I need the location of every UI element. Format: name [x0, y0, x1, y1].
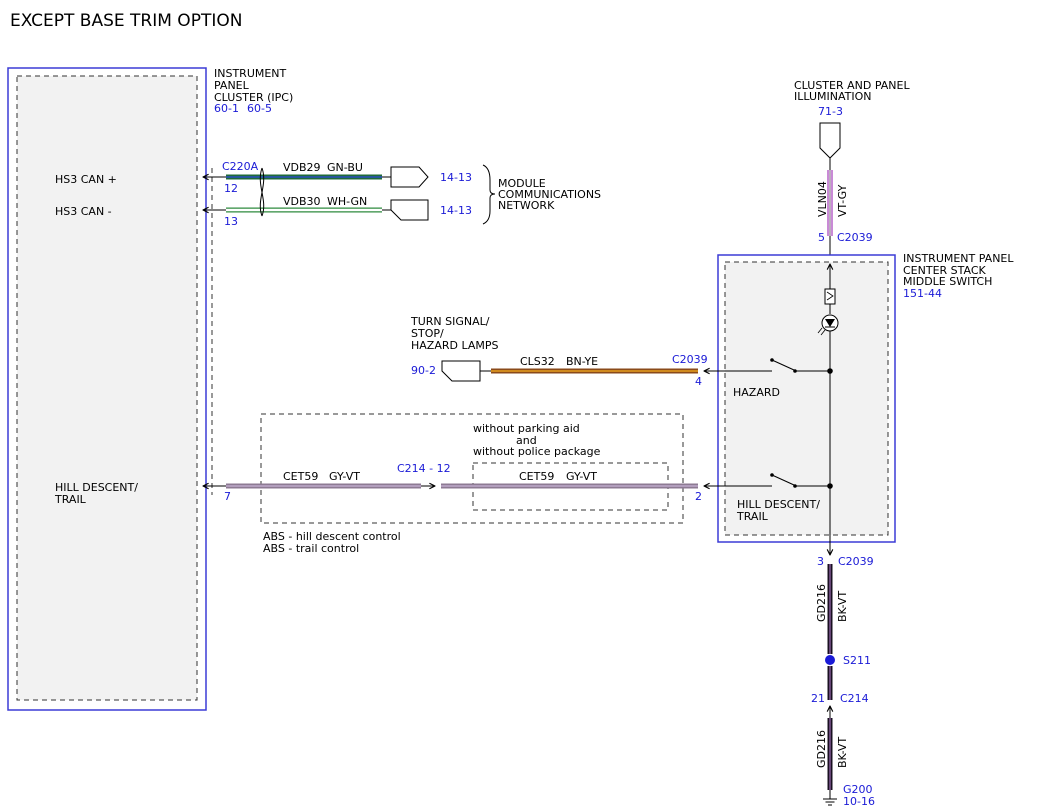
hill-condition-line2: and: [516, 434, 537, 447]
ipc-ref-a[interactable]: 60-1: [214, 102, 239, 115]
ipc-ref-b[interactable]: 60-5: [247, 102, 272, 115]
hill-condition-line3: without police package: [473, 445, 601, 458]
diagram-title: EXCEPT BASE TRIM OPTION: [10, 11, 242, 31]
ipc-pin-hill-descent-line2: TRAIL: [54, 493, 87, 506]
wire-cet59-b-color: GY-VT: [566, 470, 597, 483]
splice-s211-icon[interactable]: [825, 655, 835, 665]
network-ref-a[interactable]: 14-13: [440, 171, 472, 184]
hill-option-region: [260, 413, 684, 524]
ground-pin-top: 3: [817, 555, 824, 568]
ground-symbol-icon[interactable]: [823, 790, 837, 806]
hazard-switch-label: HAZARD: [733, 386, 780, 399]
ipc-pin-hs3-can-plus: HS3 CAN +: [55, 173, 117, 186]
ipc-name-line2: PANEL: [214, 79, 250, 92]
network-label-line3: NETWORK: [498, 199, 555, 212]
resistor-icon: [824, 288, 836, 305]
wire-cls32-color: BN-YE: [566, 355, 598, 368]
network-connector-b-icon[interactable]: [390, 199, 429, 221]
led-icon: [817, 314, 839, 336]
wire-cet59-b-circuit: CET59: [519, 470, 554, 483]
wire-vdb30-circuit: VDB30: [283, 195, 321, 208]
wire-gd216-upper-circuit: GD216: [815, 584, 828, 622]
illum-pin: 5: [818, 231, 825, 244]
ipc-module[interactable]: [7, 67, 207, 711]
network-brace-icon: [482, 164, 496, 225]
ipc-pin-hill-descent-line1: HILL DESCENT/: [55, 481, 138, 494]
ground-pin-mid: 21: [811, 692, 825, 705]
switch-name-line1: INSTRUMENT PANEL: [903, 252, 1014, 265]
switch-module[interactable]: [717, 254, 896, 543]
wire-vdb29-circuit: VDB29: [283, 161, 321, 174]
ipc-name-line1: INSTRUMENT: [214, 67, 287, 80]
switch-ref[interactable]: 151-44: [903, 287, 942, 300]
illum-label-line1: CLUSTER AND PANEL: [794, 79, 910, 92]
network-label-line1: MODULE: [498, 177, 546, 190]
c220a-pin-12: 12: [224, 182, 238, 195]
turn-connector-c2039[interactable]: C2039: [672, 353, 708, 366]
illum-connector-c2039[interactable]: C2039: [837, 231, 873, 244]
wire-gd216-lower-circuit: GD216: [815, 730, 828, 768]
hill-connector-c214[interactable]: C214 - 12: [397, 462, 451, 475]
hill-note-line2: ABS - trail control: [263, 542, 359, 555]
network-ref-b[interactable]: 14-13: [440, 204, 472, 217]
hill-switch-pin: 2: [695, 490, 702, 503]
ipc-pin-hs3-can-minus: HS3 CAN -: [55, 205, 112, 218]
turn-pin: 4: [695, 375, 702, 388]
wire-vln04-circuit: VLN04: [816, 181, 829, 217]
hill-switch-label-line2: TRAIL: [736, 510, 769, 523]
ground-ref[interactable]: 10-16: [843, 795, 875, 808]
wire-vdb29-color: GN-BU: [327, 161, 363, 174]
ipc-name-line3: CLUSTER (IPC): [214, 91, 293, 104]
switch-name-line2: CENTER STACK: [903, 264, 987, 277]
c220a-connector-label[interactable]: C220A: [222, 160, 259, 173]
turn-label-line2: STOP/: [411, 327, 444, 340]
switch-name-line3: MIDDLE SWITCH: [903, 275, 992, 288]
network-label-line2: COMMUNICATIONS: [498, 188, 601, 201]
wire-cls32-circuit: CLS32: [520, 355, 555, 368]
wire-cet59-a-color: GY-VT: [329, 470, 360, 483]
ground-connector-c214[interactable]: C214: [840, 692, 869, 705]
wire-gd216-upper-color: BK-VT: [836, 591, 849, 622]
splice-s211-label[interactable]: S211: [843, 654, 871, 667]
wire-gd216-lower-color: BK-VT: [836, 737, 849, 768]
network-connector-a-icon[interactable]: [390, 166, 429, 188]
illum-label-line2: ILLUMINATION: [794, 90, 872, 103]
turn-connector-icon[interactable]: [441, 360, 481, 382]
twisted-pair-icon: [259, 167, 265, 217]
illum-connector-icon[interactable]: [819, 122, 841, 159]
hill-condition-line1: without parking aid: [473, 422, 580, 435]
turn-label-line3: HAZARD LAMPS: [411, 339, 498, 352]
hill-switch-label-line1: HILL DESCENT/: [737, 498, 820, 511]
turn-label-line1: TURN SIGNAL/: [410, 315, 490, 328]
turn-ref[interactable]: 90-2: [411, 364, 436, 377]
c220a-pin-13: 13: [224, 215, 238, 228]
ground-connector-c2039[interactable]: C2039: [838, 555, 874, 568]
ground-g200-label[interactable]: G200: [843, 783, 873, 796]
wire-vln04-color: VT-GY: [836, 184, 849, 217]
illum-ref[interactable]: 71-3: [818, 105, 843, 118]
wire-cet59-a-circuit: CET59: [283, 470, 318, 483]
hill-descent-switch-icon[interactable]: [770, 473, 830, 488]
hill-ipc-pin: 7: [224, 490, 231, 503]
hill-note-line1: ABS - hill descent control: [263, 530, 401, 543]
wire-vdb30-color: WH-GN: [327, 195, 367, 208]
